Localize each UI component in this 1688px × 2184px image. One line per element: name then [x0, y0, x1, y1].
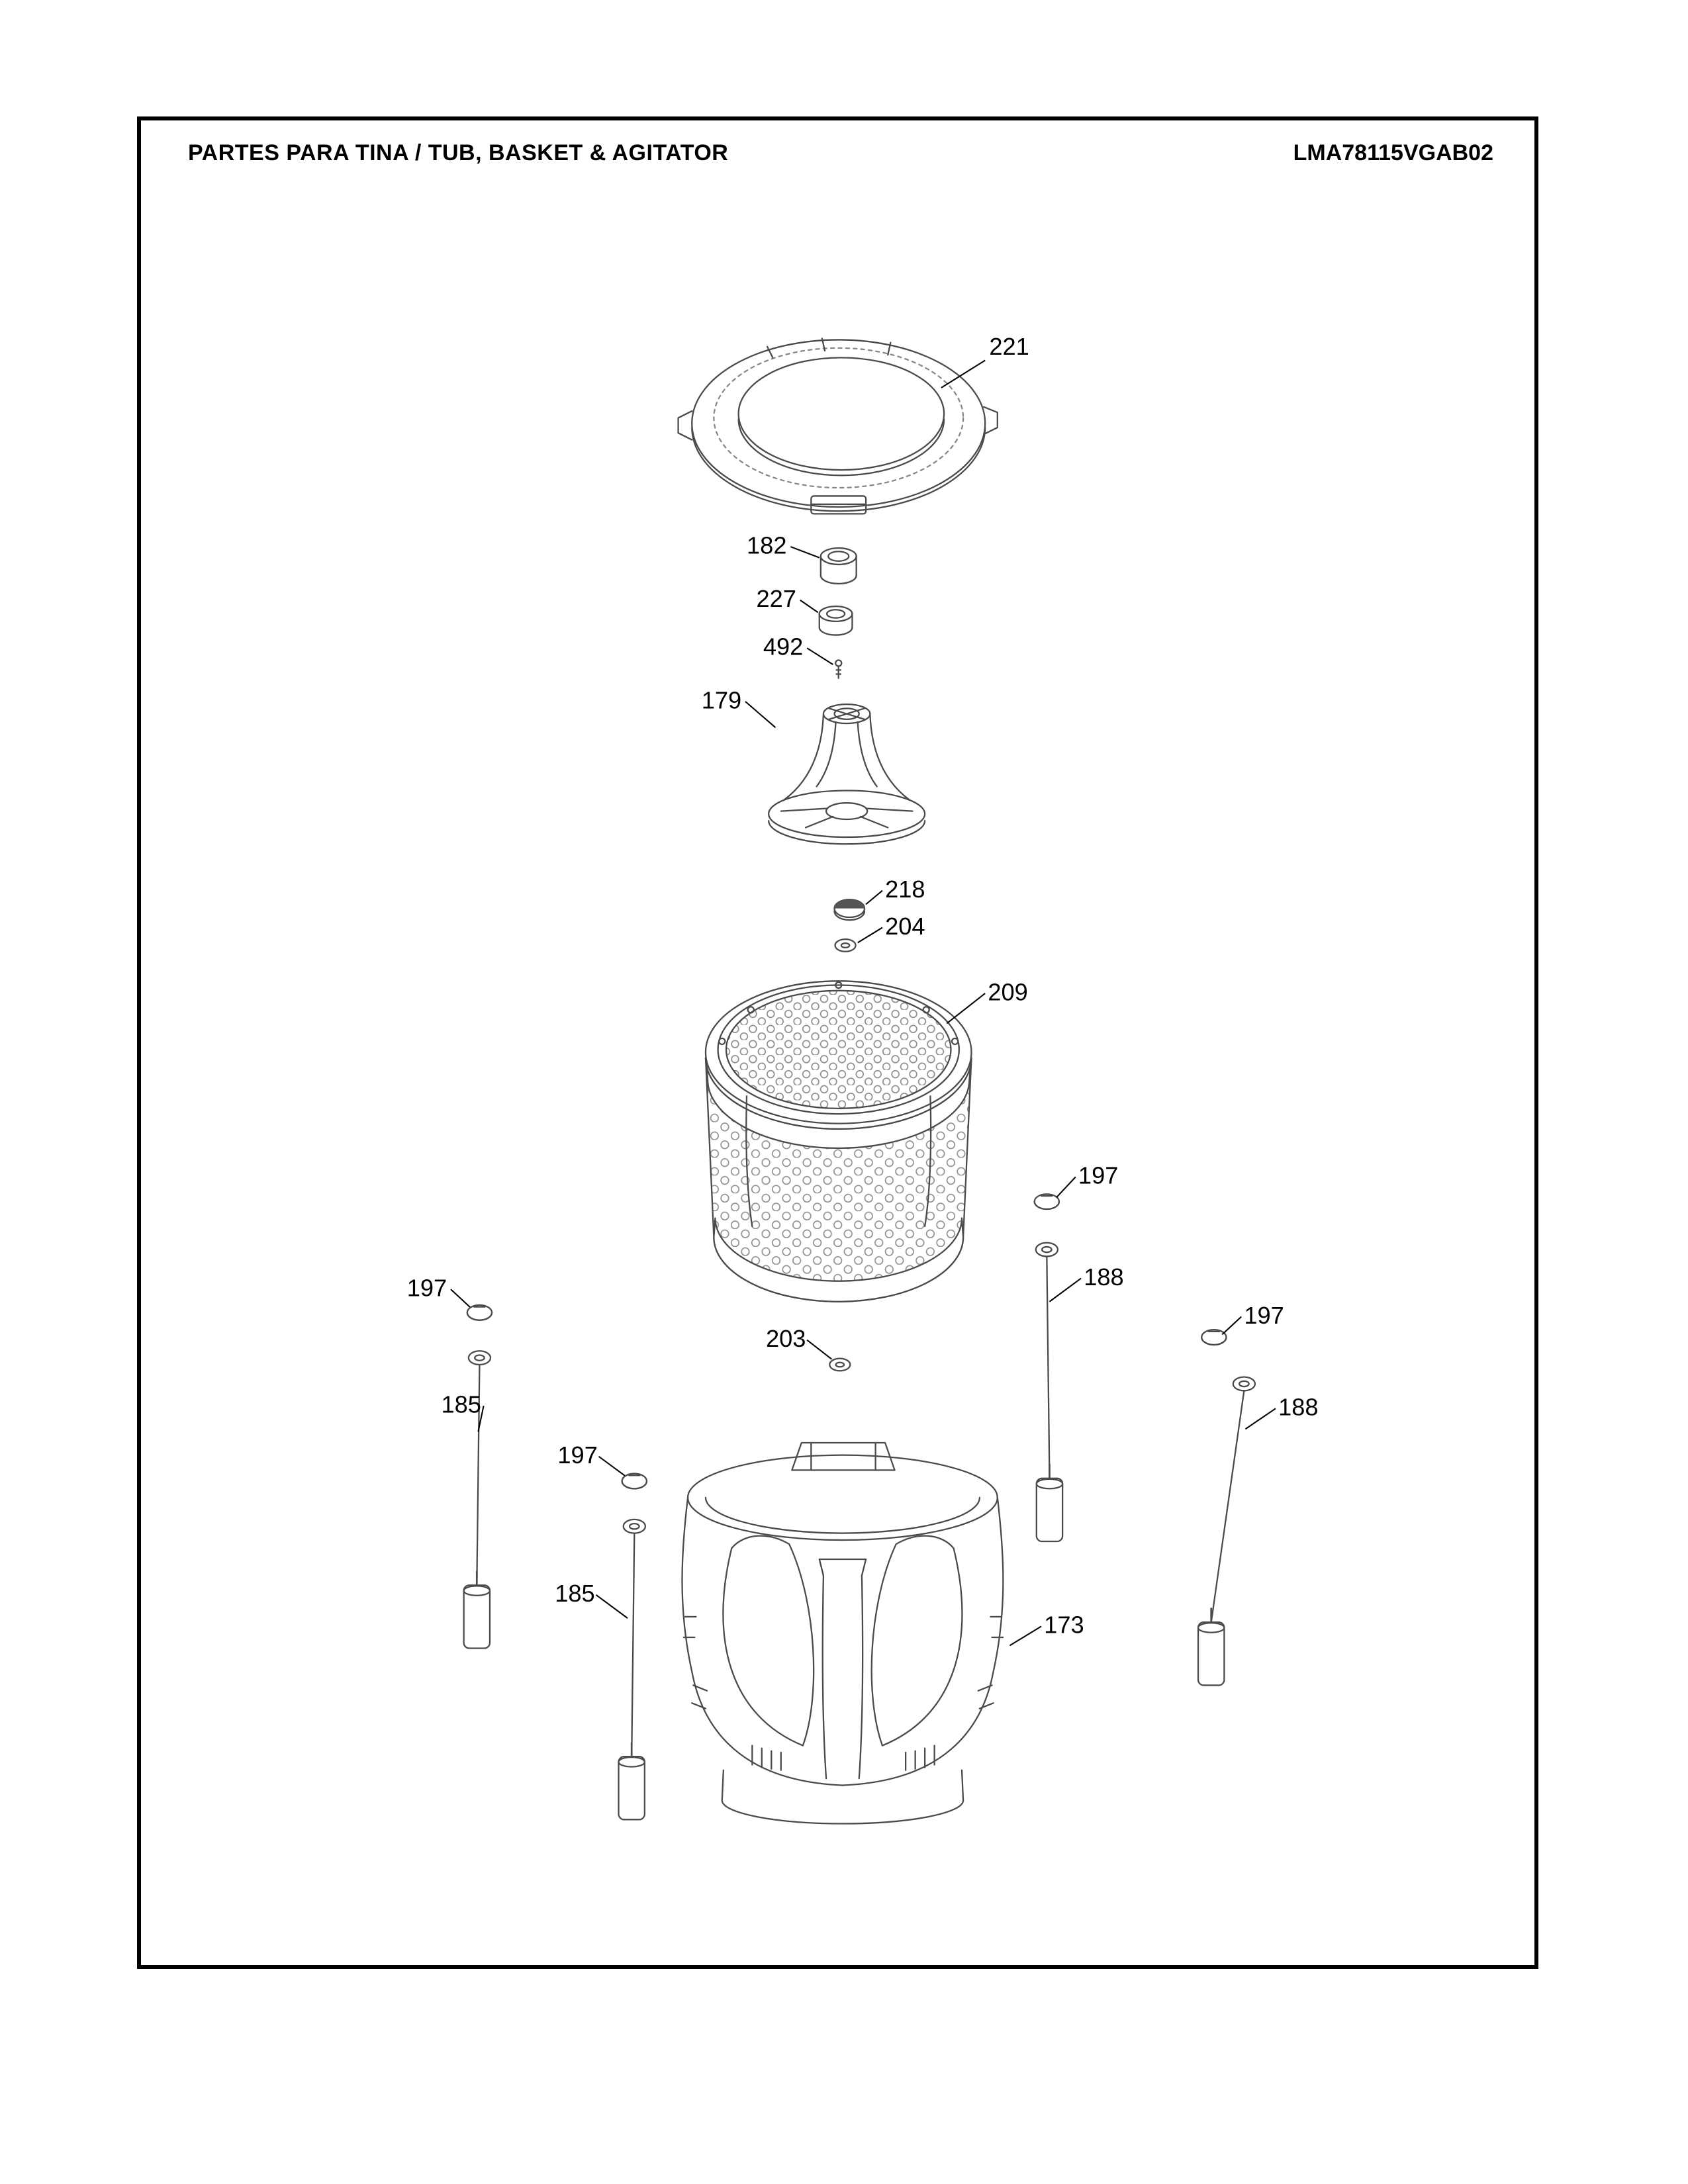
- callout-197-left-far: 197: [557, 1441, 597, 1469]
- part-outer-tub-173: [681, 1441, 1004, 1825]
- callout-197-left-near: 197: [407, 1274, 447, 1301]
- callout-leader-lines: [450, 359, 1276, 1647]
- part-basket-209: [704, 980, 972, 1302]
- callout-182: 182: [747, 531, 786, 559]
- clip-197-instance: [1033, 1193, 1060, 1210]
- part-drive-hub-179: [768, 703, 926, 845]
- model-code: LMA78115VGAB02: [1293, 140, 1493, 165]
- callout-173: 173: [1044, 1612, 1084, 1639]
- callout-221: 221: [989, 333, 1029, 360]
- callout-labels: 221 182 227 492 179 218 204 209 197 188 …: [407, 333, 1319, 1639]
- callout-227: 227: [757, 585, 796, 612]
- part-washer-204: [834, 938, 857, 952]
- clip-197-instance: [466, 1304, 493, 1321]
- callout-188-right-far: 188: [1278, 1394, 1318, 1421]
- suspension-rod-185-left-near: [463, 1304, 493, 1649]
- suspension-rod-188-right-near: [1033, 1193, 1064, 1543]
- callout-185-left-far: 185: [555, 1580, 594, 1607]
- part-seal-227: [818, 605, 853, 636]
- clip-197-instance: [621, 1473, 648, 1490]
- part-cap-218: [833, 898, 866, 921]
- callout-188-right-near: 188: [1084, 1263, 1123, 1291]
- callout-197-right-near: 197: [1078, 1162, 1118, 1189]
- callout-185-left-near: 185: [441, 1390, 481, 1418]
- part-spacer-182: [820, 547, 857, 585]
- callout-197-right-far: 197: [1244, 1302, 1284, 1329]
- callout-209: 209: [988, 978, 1027, 1005]
- callout-492: 492: [763, 633, 803, 660]
- callout-203: 203: [766, 1325, 806, 1352]
- callout-179: 179: [702, 686, 741, 713]
- clip-197-instance: [1201, 1329, 1227, 1346]
- part-screw-492: [835, 659, 843, 679]
- page-title: PARTES PARA TINA / TUB, BASKET & AGITATO…: [188, 140, 729, 165]
- callout-218: 218: [885, 876, 925, 903]
- suspension-rod-185-left-far: [618, 1473, 648, 1821]
- part-washer-203: [829, 1357, 851, 1372]
- part-tub-cover-221: [677, 338, 998, 515]
- callout-204: 204: [885, 913, 925, 940]
- suspension-rod-188-right-far: [1197, 1329, 1256, 1686]
